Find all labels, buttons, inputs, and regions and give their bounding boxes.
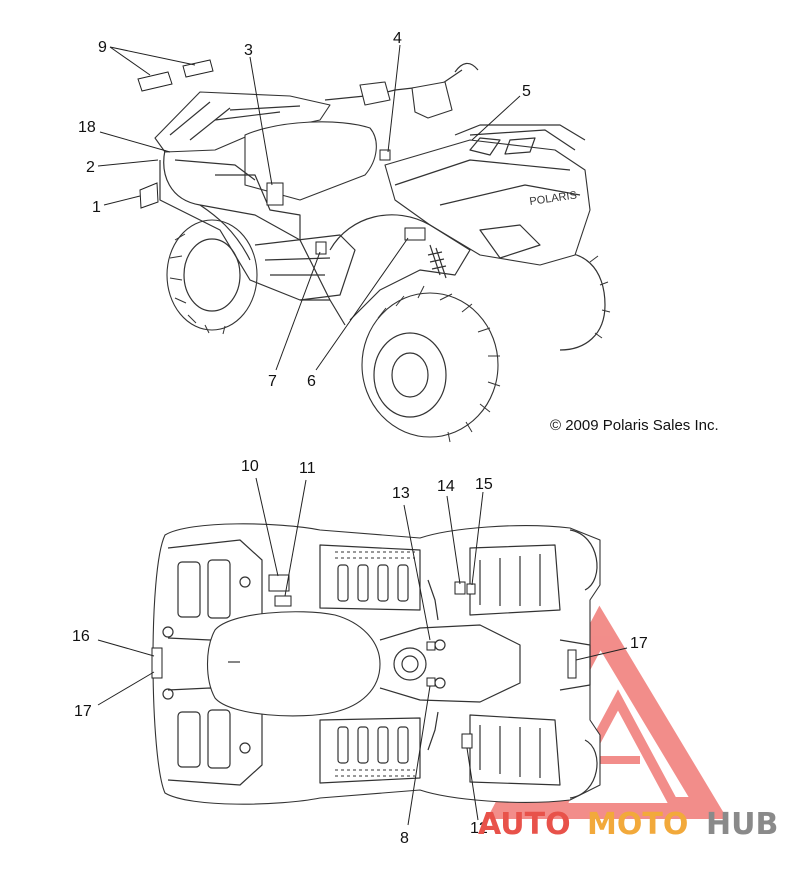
wordmark-hub: HUB [706,807,778,842]
callout-18: 18 [78,119,96,136]
callout-4: 4 [393,30,402,47]
callout-13: 13 [392,485,410,502]
decal-7-marker [315,241,327,255]
wordmark-auto: AUTO [478,807,571,842]
copyright-text: © 2009 Polaris Sales Inc. [550,417,719,434]
decal-9a-shape [137,71,173,92]
callout-17-front: 17 [630,635,648,652]
callout-11: 11 [299,460,316,477]
callout-6: 6 [307,373,316,390]
callout-16: 16 [72,628,90,645]
decal-15-marker [466,583,476,595]
bottom-leader-lines [97,477,628,826]
callout-9: 9 [98,39,107,56]
callout-17-rear: 17 [74,703,92,720]
callout-12: 12 [470,820,488,837]
callout-10: 10 [241,458,259,475]
atv-top-view [151,523,601,805]
atv-side-view: POLARIS [137,59,611,443]
top-leader-lines [97,44,521,371]
wordmark-moto: MOTO [587,807,688,842]
callout-14: 14 [437,478,455,495]
callout-1: 1 [92,199,101,216]
callout-7: 7 [268,373,277,390]
automotohub-wordmark: AUTO MOTO HUB [478,807,778,842]
decal-13-marker [426,641,436,651]
decal-11-marker [274,595,292,607]
decal-12-marker [461,733,473,749]
callout-15: 15 [475,476,493,493]
decal-1-shape [139,182,159,209]
callout-2: 2 [86,159,95,176]
decal-8-marker [426,677,436,687]
decal-6-marker [404,227,426,241]
footwell-pattern-top [337,564,409,602]
callout-3: 3 [244,42,253,59]
decal-4-marker [379,149,391,161]
callout-8: 8 [400,830,409,847]
decal-16-marker [151,647,163,679]
decal-10-marker [268,574,290,592]
decal-9b-shape [182,59,214,78]
decal-17-front-marker [567,649,577,679]
callout-5: 5 [522,83,531,100]
decal-3-marker [266,182,284,206]
footwell-pattern-bottom [337,726,409,764]
